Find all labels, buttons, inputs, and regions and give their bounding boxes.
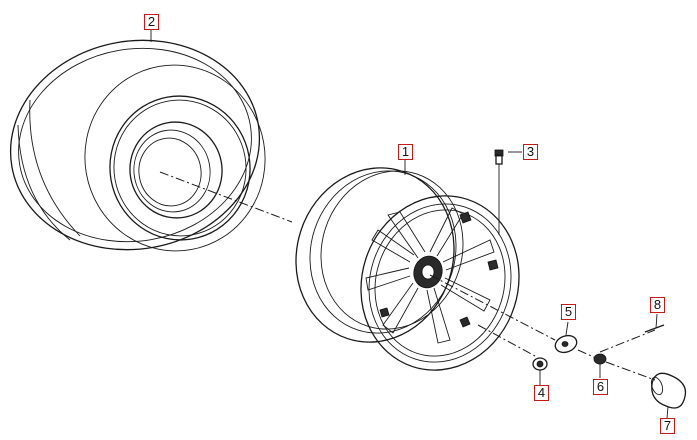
part-label-7: 7 xyxy=(660,418,675,434)
washer xyxy=(554,321,578,354)
lug-nut xyxy=(532,357,548,385)
wheel-axis-line xyxy=(159,171,293,223)
part-label-3: 3 xyxy=(523,144,538,160)
hub-cap xyxy=(650,372,687,419)
valve-stem xyxy=(494,149,522,235)
part-label-1: 1 xyxy=(398,144,413,160)
part-label-5: 5 xyxy=(561,304,576,320)
part-label-8: 8 xyxy=(650,297,665,313)
rim xyxy=(295,167,520,371)
part-label-6: 6 xyxy=(593,379,608,395)
tire xyxy=(9,39,266,252)
nut-axis-line xyxy=(577,349,597,359)
lugnut-axis-line xyxy=(477,324,536,357)
part-label-2: 2 xyxy=(144,14,159,30)
castle-nut xyxy=(593,353,607,378)
part-label-4: 4 xyxy=(534,385,549,401)
hub-axis-line xyxy=(429,274,556,341)
cap-axis-line xyxy=(605,361,656,381)
cotter-pin xyxy=(644,313,665,333)
pin-axis-line xyxy=(599,329,656,353)
